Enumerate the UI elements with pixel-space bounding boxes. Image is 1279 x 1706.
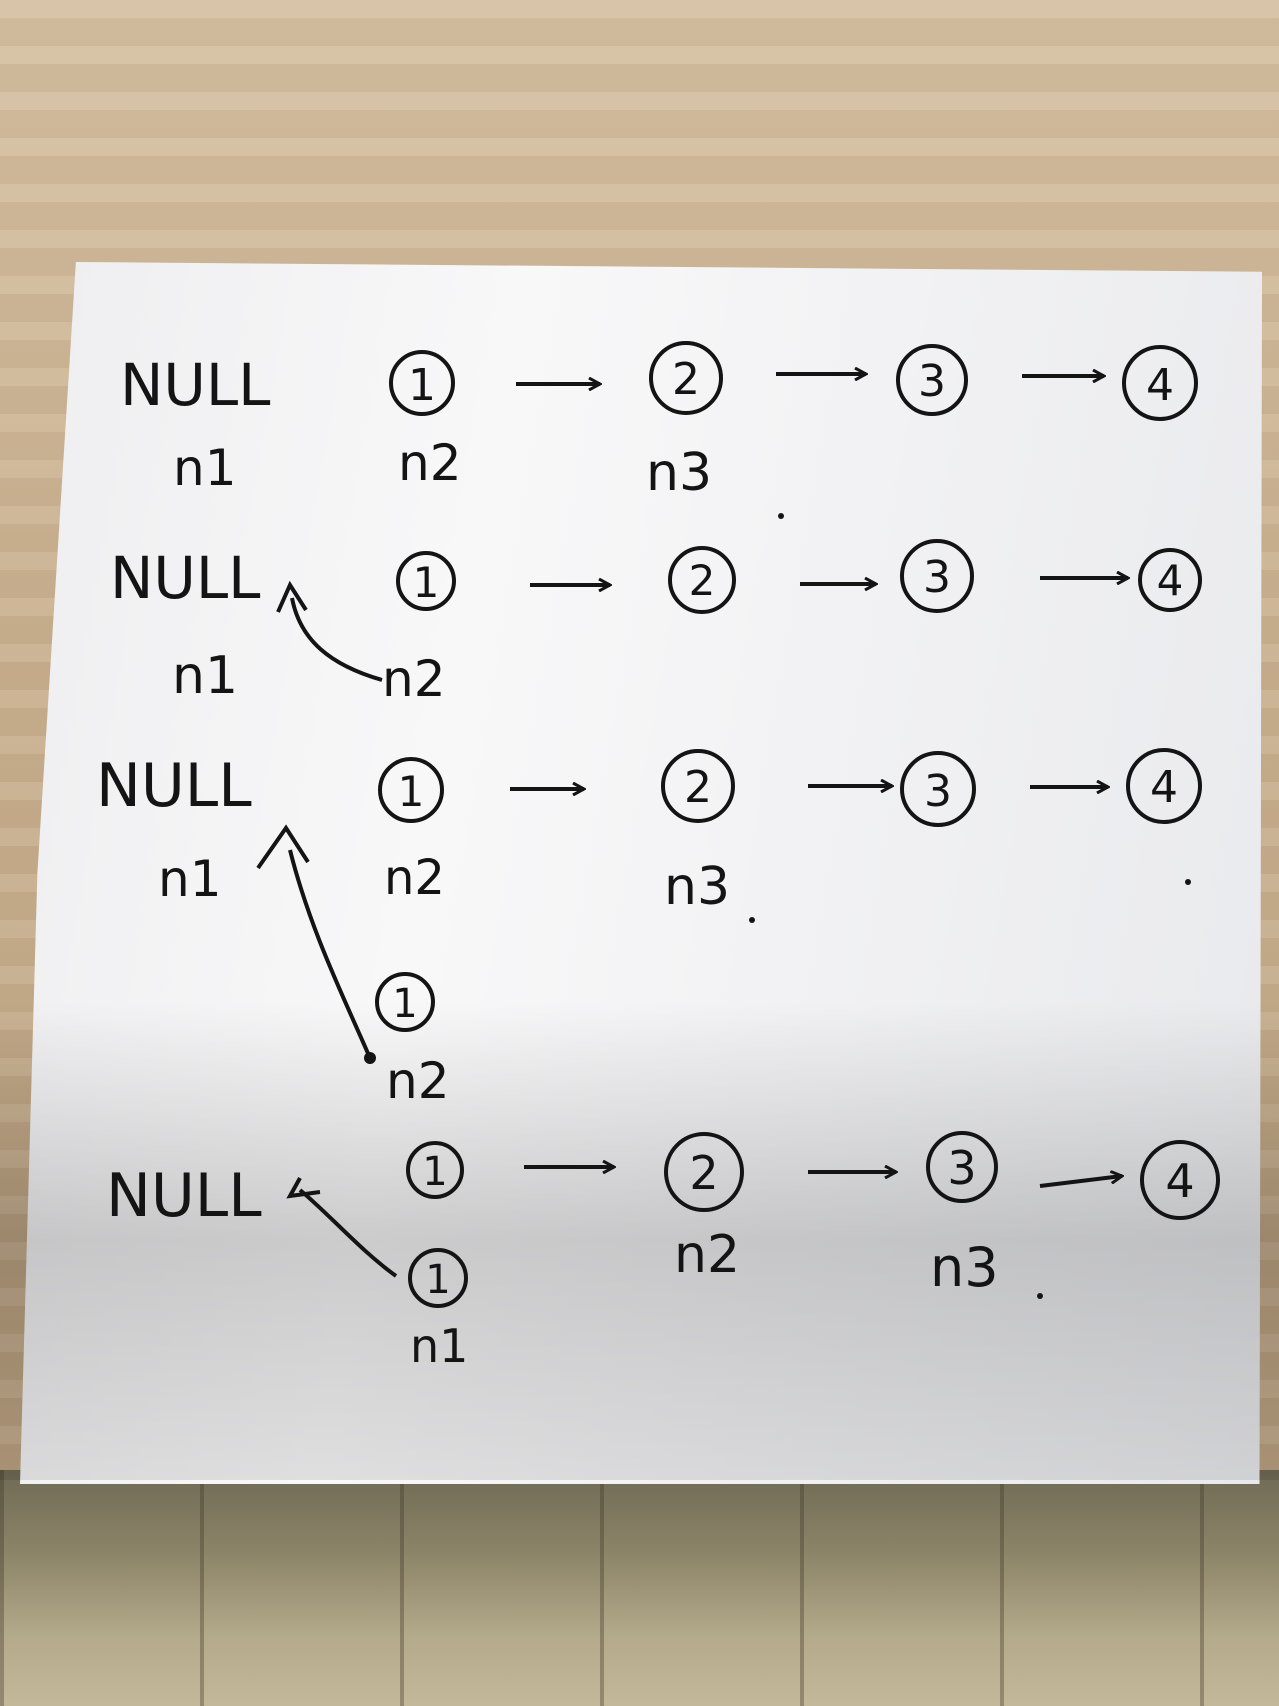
ink-dot (778, 513, 784, 519)
moved-pointer-n1: n1 (410, 1319, 468, 1373)
svg-text:2: 2 (689, 556, 716, 605)
arrow-head (276, 580, 308, 613)
reverse-pointer-curve (290, 597, 383, 682)
pointer-n3: n3 (930, 1236, 999, 1299)
svg-text:1: 1 (425, 1257, 450, 1303)
pointer-n2: n2 (674, 1225, 740, 1285)
svg-text:1: 1 (413, 558, 440, 607)
moved-node-1: 1 (375, 972, 435, 1032)
node-4: 4 (1140, 1140, 1220, 1220)
pointer-n2: n2 (382, 650, 446, 708)
svg-text:4: 4 (1165, 1154, 1194, 1208)
svg-text:3: 3 (924, 766, 952, 817)
arrow (1039, 1176, 1122, 1188)
null-label: NULL (120, 351, 270, 419)
row-1: NULL 1 2 3 4 n1 n2 n3 (120, 341, 1198, 519)
paper-sheet (20, 262, 1262, 1484)
svg-text:2: 2 (672, 354, 700, 405)
svg-text:4: 4 (1146, 360, 1174, 411)
svg-text:3: 3 (947, 1141, 976, 1195)
pointer-n1: n1 (173, 439, 237, 497)
back-pointer-curve (288, 849, 372, 1059)
node-3: 3 (896, 344, 968, 416)
pointer-n2: n2 (398, 434, 462, 492)
svg-text:4: 4 (1157, 556, 1184, 605)
ink-dot (1185, 879, 1191, 885)
moved-node-1: 1 (408, 1248, 468, 1308)
node-3: 3 (900, 751, 976, 827)
svg-text:1: 1 (408, 360, 436, 411)
null-label: NULL (106, 1161, 262, 1231)
node-2: 2 (649, 341, 723, 415)
node-2: 2 (661, 749, 735, 823)
svg-text:4: 4 (1150, 762, 1178, 813)
row-3: NULL 1 2 3 4 n1 n2 n3 1 n2 (96, 748, 1202, 1110)
node-3: 3 (926, 1131, 998, 1203)
svg-text:3: 3 (918, 356, 946, 407)
node-2: 2 (664, 1132, 744, 1212)
null-label: NULL (110, 544, 260, 612)
svg-text:1: 1 (422, 1149, 447, 1195)
back-pointer-curve (298, 1188, 398, 1278)
svg-text:1: 1 (392, 981, 417, 1027)
node-1: 1 (378, 757, 444, 823)
node-1: 1 (396, 551, 456, 611)
pointer-n3: n3 (664, 857, 730, 917)
ink-dot (749, 917, 755, 923)
ink-dot (1037, 1293, 1043, 1299)
node-2: 2 (668, 546, 736, 614)
pointer-n2: n2 (384, 850, 445, 906)
node-3: 3 (900, 539, 974, 613)
arrow-head (286, 1177, 321, 1199)
node-1: 1 (389, 350, 455, 416)
null-label: NULL (96, 751, 252, 821)
pointer-n3: n3 (646, 443, 712, 503)
node-4: 4 (1138, 548, 1202, 612)
row-2: NULL 1 2 3 4 n1 n2 (110, 539, 1202, 708)
svg-text:3: 3 (923, 552, 951, 603)
pointer-n1: n1 (172, 646, 238, 706)
svg-text:1: 1 (398, 767, 425, 816)
pointer-n1: n1 (158, 850, 222, 908)
node-4: 4 (1122, 345, 1198, 421)
row-4: NULL 1 2 3 4 n2 n3 1 n1 (106, 1131, 1220, 1373)
svg-text:2: 2 (689, 1146, 718, 1200)
svg-text:2: 2 (684, 762, 712, 813)
arrow-head (256, 824, 310, 870)
desk-lower-edge (0, 1470, 1279, 1706)
moved-pointer-n2: n2 (386, 1052, 450, 1110)
pointer-origin-dot (364, 1052, 376, 1064)
node-4: 4 (1126, 748, 1202, 824)
node-1: 1 (406, 1141, 464, 1199)
